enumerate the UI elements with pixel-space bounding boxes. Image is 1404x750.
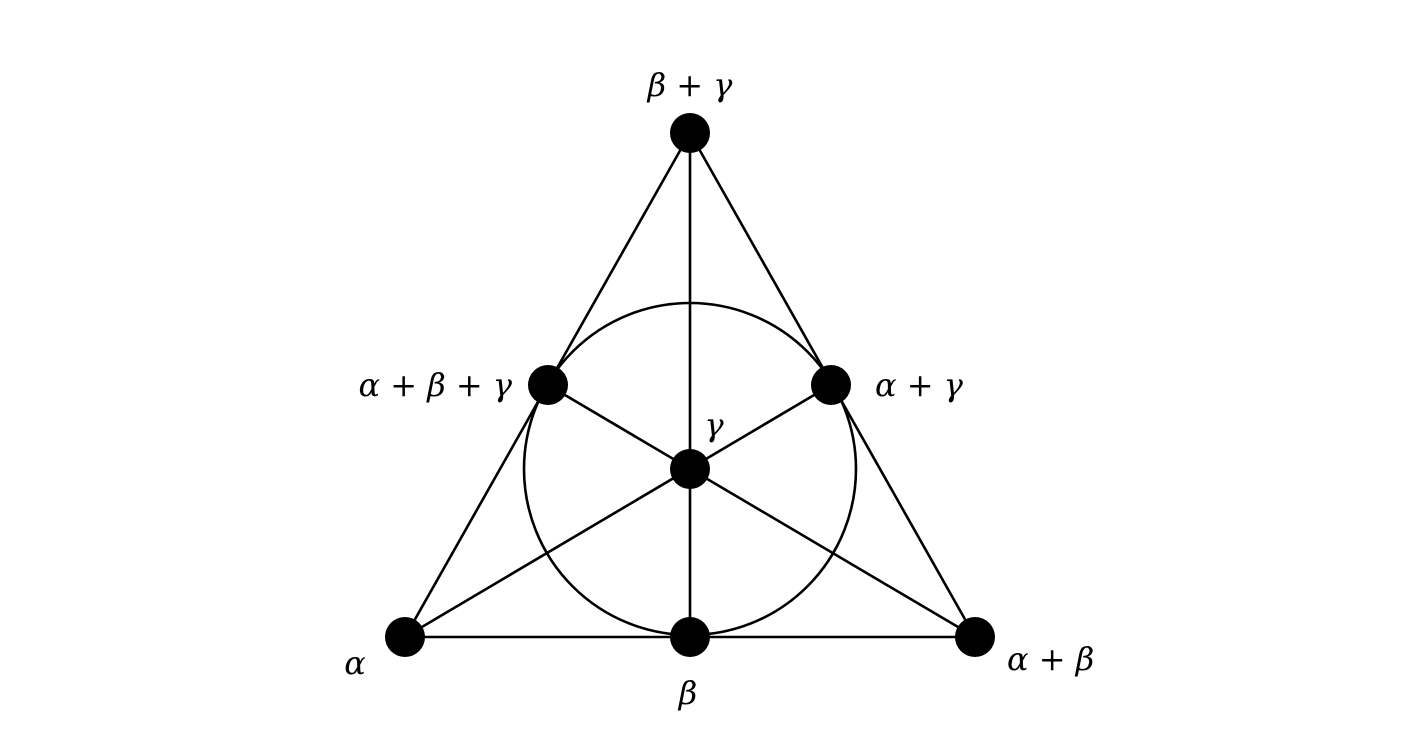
node-bottom-left (385, 617, 425, 657)
node-left-mid (528, 365, 568, 405)
label-bottom-left: α (344, 644, 366, 682)
label-left-mid: α + β + γ (358, 366, 512, 404)
label-right-mid: α + γ (875, 366, 964, 404)
node-bottom-mid (670, 617, 710, 657)
label-bottom-mid: β (678, 674, 698, 712)
edge-median-right (546, 383, 977, 639)
node-center (670, 449, 710, 489)
label-bottom-right: α + β (1007, 640, 1094, 678)
label-center: γ (704, 406, 724, 444)
edge-median-left (403, 383, 833, 639)
node-bottom-right (955, 617, 995, 657)
node-right-mid (811, 365, 851, 405)
label-top: β + γ (647, 66, 734, 104)
node-top (670, 113, 710, 153)
